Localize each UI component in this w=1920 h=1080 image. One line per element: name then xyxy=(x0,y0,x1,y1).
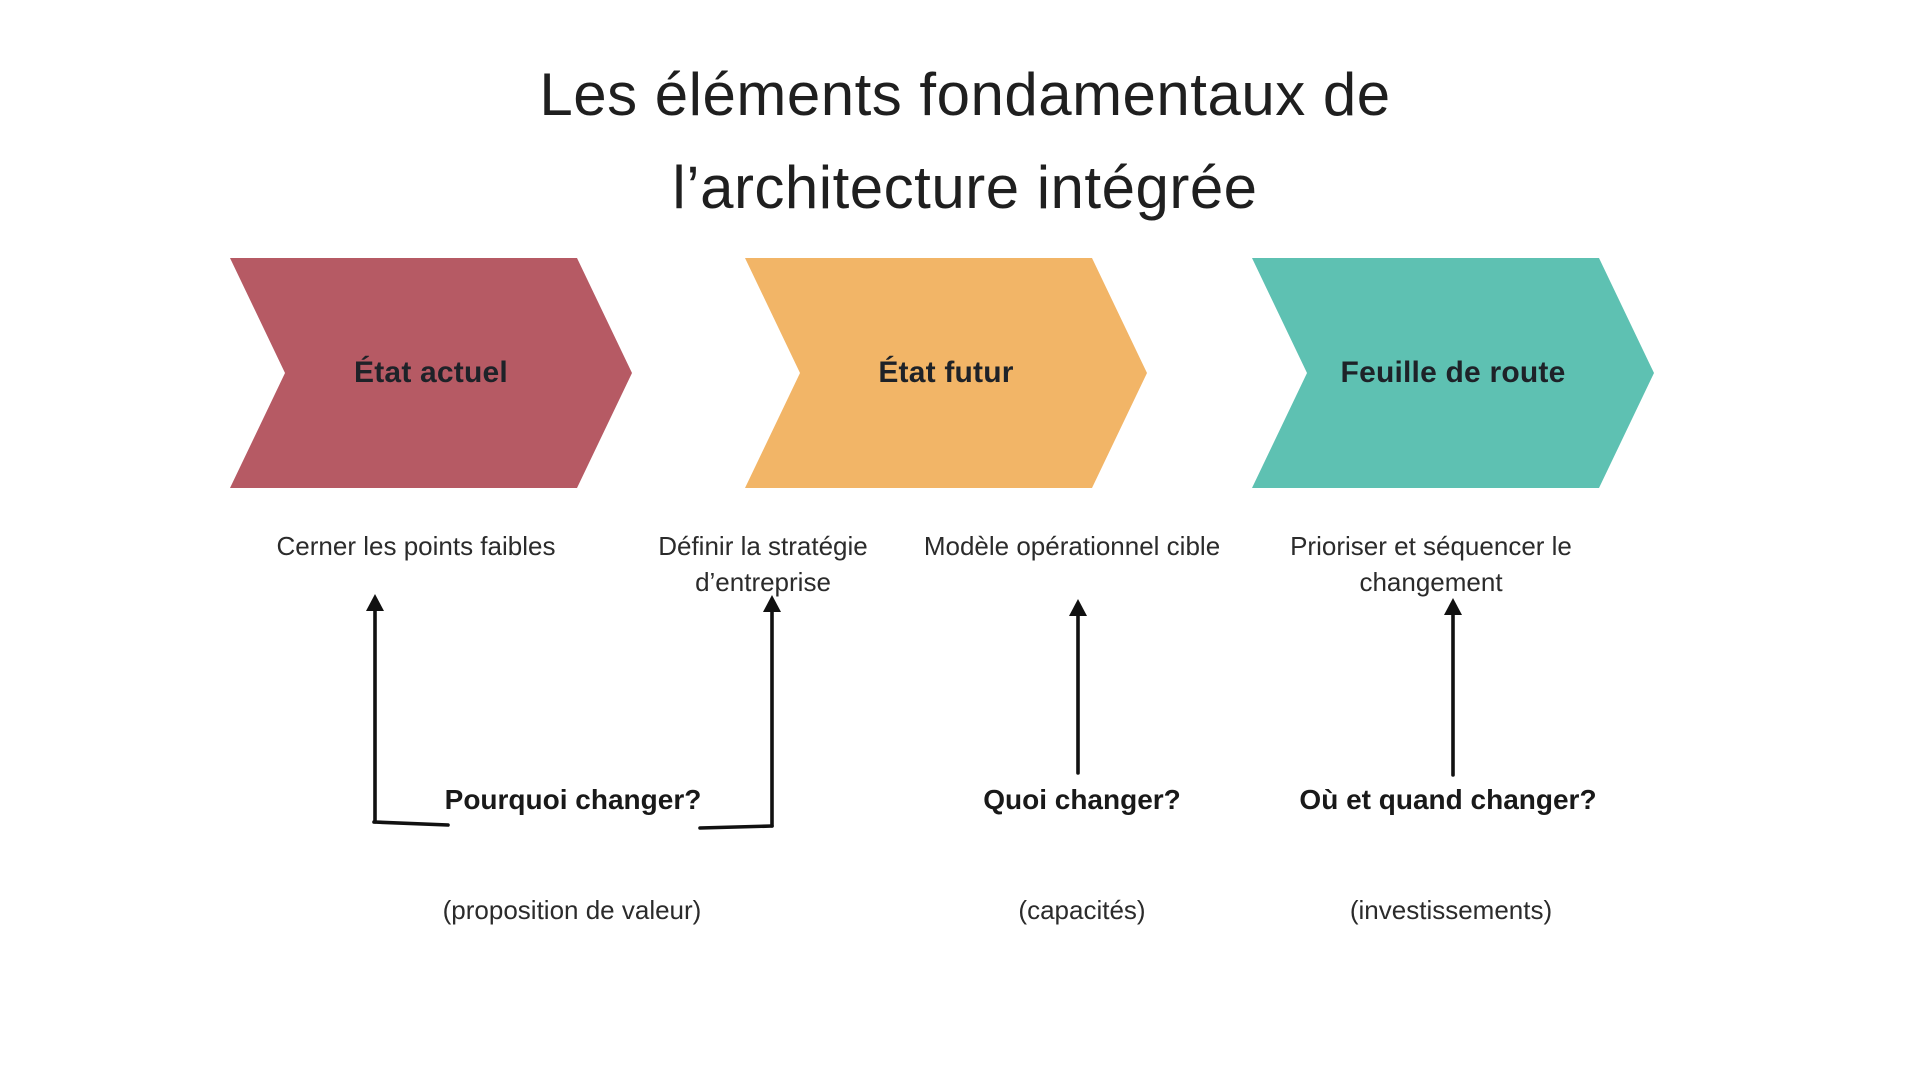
page-title: Les éléments fondamentaux de l’architect… xyxy=(460,48,1470,234)
up-arrow-roadmap xyxy=(1444,598,1462,777)
chevron-roadmap-label: Feuille de route xyxy=(1340,356,1566,389)
chevron-current-state-label: État actuel xyxy=(354,356,508,389)
sublabel-value-proposition: (proposition de valeur) xyxy=(442,895,702,925)
chevron-future-state: État futur xyxy=(745,258,1147,488)
page-title-line1: Les éléments fondamentaux de xyxy=(539,61,1391,128)
question-what-change: Quoi changer? xyxy=(983,784,1181,815)
question-where-when-change: Où et quand changer? xyxy=(1299,784,1597,815)
page-title-line2: l’architecture intégrée xyxy=(672,154,1258,221)
chevron-future-state-label: État futur xyxy=(878,356,1014,389)
arrowhead-icon xyxy=(1444,598,1462,615)
chevron-current-state: État actuel xyxy=(230,258,632,488)
arrowhead-icon xyxy=(1069,599,1087,616)
arrowhead-icon xyxy=(366,594,384,611)
up-arrow-operating-model xyxy=(1069,599,1087,775)
description-prioritize: Prioriser et séquencer le changement xyxy=(1290,531,1572,597)
sublabel-investments: (investissements) xyxy=(1349,895,1553,925)
question-why-change: Pourquoi changer? xyxy=(444,784,702,815)
description-operating-model: Modèle opérationnel cible xyxy=(923,531,1221,561)
chevron-roadmap: Feuille de route xyxy=(1252,258,1654,488)
sublabel-capabilities: (capacités) xyxy=(1018,895,1146,925)
description-weak-points: Cerner les points faibles xyxy=(276,531,556,561)
description-strategy: Définir la stratégie d’entreprise xyxy=(658,531,868,597)
